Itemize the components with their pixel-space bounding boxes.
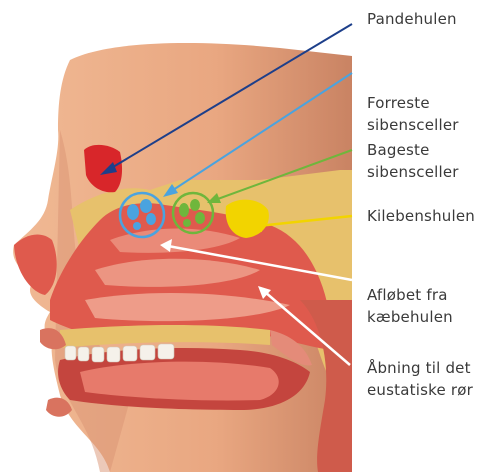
tongue <box>80 362 279 401</box>
label-maxillary-drain: Afløbet fra kæbehulen <box>367 284 453 328</box>
label-eustachian-opening: Åbning til det eustatiske rør <box>367 357 473 401</box>
nose-tip <box>14 235 57 295</box>
label-sphenoid-sinus: Kilebenshulen <box>367 205 475 227</box>
label-posterior-ethmoid: Bageste sibensceller <box>367 139 459 183</box>
label-anterior-ethmoid: Forreste sibensceller <box>367 92 459 136</box>
label-frontal-sinus: Pandehulen <box>367 8 457 30</box>
